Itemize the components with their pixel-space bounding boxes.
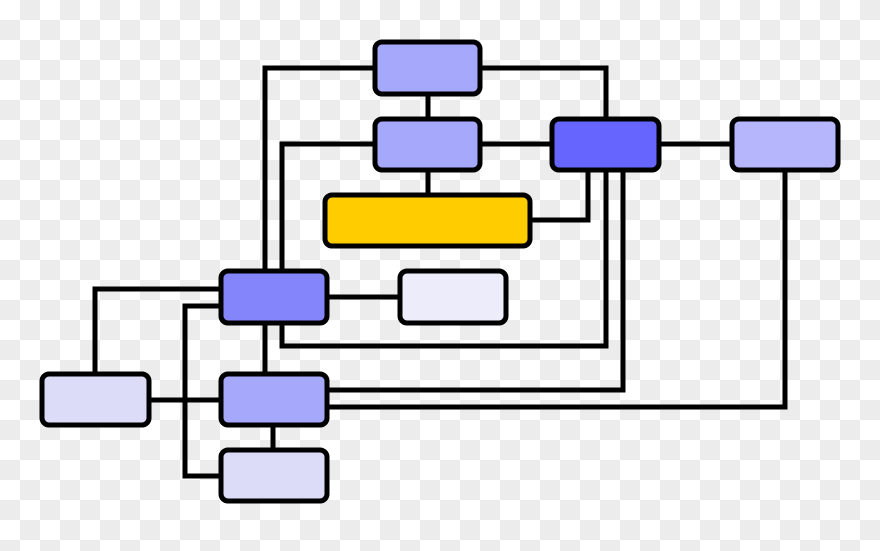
edge-top-hub bbox=[480, 65, 609, 119]
node-upper-middle bbox=[372, 116, 483, 173]
node-bottom bbox=[218, 447, 330, 504]
node-far-left bbox=[39, 371, 152, 428]
node-top bbox=[372, 39, 483, 97]
edge-upper-middle-left-hub bbox=[279, 141, 375, 271]
node-left-hub bbox=[218, 268, 330, 326]
node-lower-middle bbox=[218, 371, 330, 428]
edge-hub-lower-middle bbox=[327, 170, 626, 393]
edge-left-hub-far-left bbox=[92, 286, 221, 374]
edge-highlight-hub bbox=[530, 170, 591, 223]
edge-top-left-hub bbox=[262, 65, 375, 271]
node-pale bbox=[397, 268, 509, 326]
edge-right-lower-middle bbox=[327, 170, 788, 410]
node-highlight bbox=[322, 192, 533, 249]
edge-left-hub-bottom bbox=[182, 303, 221, 479]
node-hub bbox=[549, 116, 662, 173]
edge-hub-left-hub bbox=[279, 170, 609, 349]
node-right bbox=[729, 116, 841, 173]
